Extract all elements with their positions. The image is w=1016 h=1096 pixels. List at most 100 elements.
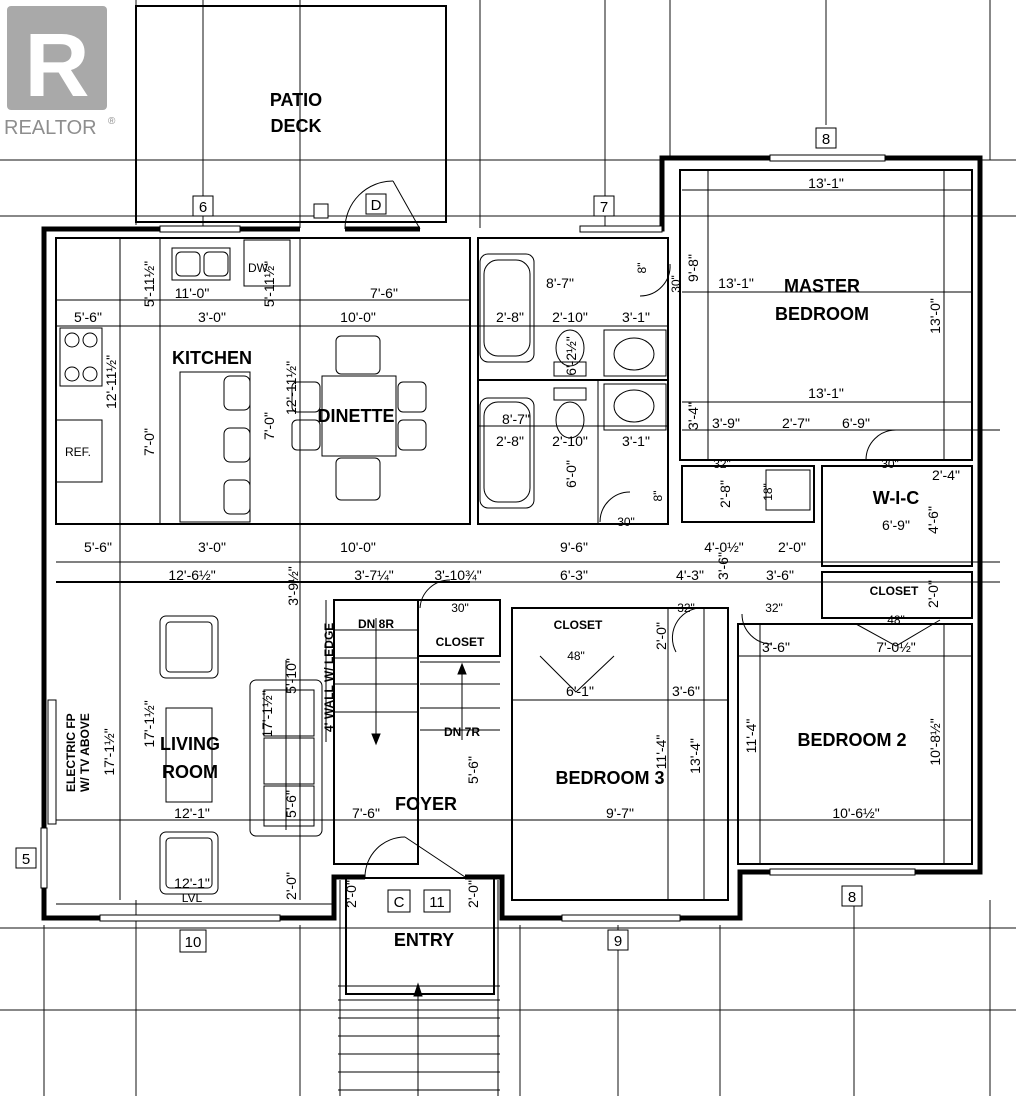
dim-2-8-a: 2'-8" — [496, 309, 524, 325]
dim-9-8: 9'-8" — [685, 254, 701, 282]
dim-30-master: 30" — [669, 275, 683, 293]
dim-7-0-b: 7'-0" — [261, 412, 277, 440]
dim-48-b: 48" — [887, 613, 905, 627]
electric-fp-label-line2: W/ TV ABOVE — [78, 713, 92, 792]
dim-17-1-c: 17'-1½" — [259, 690, 275, 737]
dim-10-6: 10'-6½" — [832, 805, 879, 821]
dim-8-bath: 8" — [651, 491, 665, 502]
dim-3-7: 3'-7¼" — [354, 567, 394, 583]
dim-3-1-a: 3'-1" — [622, 309, 650, 325]
bedroom-3-closet-label: CLOSET — [554, 618, 603, 632]
dim-32-b: 32" — [677, 601, 695, 615]
stairs-down-8r-label: DN 8R — [358, 617, 394, 631]
foyer-label: FOYER — [395, 794, 457, 814]
dim-12-11-a: 12'-11½" — [103, 355, 119, 409]
dim-6-9-b: 6'-9" — [882, 517, 910, 533]
vanity-sink-icon — [603, 329, 667, 377]
dim-5-11-a: 5'-11½" — [141, 261, 157, 307]
entry-label: ENTRY — [394, 930, 454, 950]
patio-label-line1: PATIO — [270, 90, 322, 110]
dim-6-2-half: 6'-2½" — [563, 336, 579, 376]
dim-2-0-f: 2'-0" — [465, 880, 481, 908]
vanity-sink-icon — [603, 383, 667, 431]
dim-48-a: 48" — [567, 649, 585, 663]
dishwasher-label: DW — [248, 261, 269, 275]
dimension-lines — [56, 170, 1000, 905]
window-tag-10: 10 — [185, 934, 202, 951]
dim-3-1-b: 3'-1" — [622, 433, 650, 449]
range-icon — [59, 327, 103, 387]
dim-2-8-c: 2'-8" — [717, 480, 733, 508]
dim-7-6-dinette: 7'-6" — [370, 285, 398, 301]
toilet-icon — [555, 401, 585, 439]
dim-11-4-a: 11'-4" — [653, 735, 669, 770]
dim-30-wic: 30" — [881, 457, 899, 471]
door-tag-c: C — [394, 894, 405, 911]
realtor-logo-icon — [7, 6, 107, 110]
dim-5-10: 5'-10" — [283, 658, 299, 694]
dim-13-4: 13'-4" — [687, 738, 703, 774]
dim-7-0-a: 7'-0" — [141, 428, 157, 456]
dim-2-7: 2'-7" — [782, 415, 810, 431]
dim-2-0-b: 2'-0" — [653, 622, 669, 650]
dim-12-1-b: 12'-1" — [174, 875, 210, 891]
dim-2-8-b: 2'-8" — [496, 433, 524, 449]
dim-6-3: 6'-3" — [560, 567, 588, 583]
windows — [40, 154, 916, 922]
dim-11-0: 11'-0" — [175, 285, 210, 301]
dim-3-4: 3'-4" — [685, 402, 701, 430]
dim-32-a: 32" — [713, 457, 731, 471]
dim-5-6-mid: 5'-6" — [84, 539, 112, 555]
bedroom-2-label: BEDROOM 2 — [797, 730, 906, 750]
realtor-registered-mark: ® — [108, 116, 116, 127]
dinette-label: DINETTE — [317, 406, 394, 426]
dim-5-11-b: 5'-11½" — [261, 261, 277, 307]
armchair-icon — [159, 831, 219, 895]
dim-2-10-b: 2'-10" — [552, 433, 588, 449]
dim-5-6-top: 5'-6" — [74, 309, 102, 325]
dim-30-bath: 30" — [617, 515, 635, 529]
lvl-label: LVL — [182, 891, 203, 905]
bedroom-2-closet-label: CLOSET — [870, 584, 919, 598]
bathtub-icon — [479, 397, 535, 509]
dim-5-6-foyer: 5'-6" — [465, 756, 481, 784]
master-bedroom-label-line2: BEDROOM — [775, 304, 869, 324]
stairs — [334, 618, 500, 1096]
refrigerator-label: REF. — [65, 445, 91, 459]
dim-18: 18" — [761, 483, 775, 501]
window-tag-11: 11 — [429, 894, 445, 911]
walk-in-closet-label: W-I-C — [873, 488, 920, 508]
living-room-label-line2: ROOM — [162, 762, 218, 782]
armchair-icon — [159, 615, 219, 679]
dim-3-6-vertical: 3'-6" — [715, 552, 731, 580]
dim-10-8-half: 10'-8½" — [927, 718, 943, 765]
bathtub-icon — [479, 253, 535, 363]
stairs-down-7r-label: DN 7R — [444, 725, 480, 739]
realtor-watermark: R REALTOR ® — [4, 6, 116, 139]
dim-10-0-mid: 10'-0" — [340, 539, 376, 555]
dim-9-6: 9'-6" — [560, 539, 588, 555]
kitchen-sink-icon — [171, 247, 231, 281]
dim-3-0-mid: 3'-0" — [198, 539, 226, 555]
dim-4-6: 4'-6" — [925, 506, 941, 534]
dim-2-0-e: 2'-0" — [343, 880, 359, 908]
dim-17-1-b: 17'-1½" — [101, 728, 117, 775]
dim-6-9-a: 6'-9" — [842, 415, 870, 431]
toilet-icon — [555, 329, 585, 367]
dim-3-9-half: 3'-9½" — [285, 566, 301, 606]
dim-12-1-a: 12'-1" — [174, 805, 210, 821]
window-tag-7: 7 — [600, 199, 608, 216]
door-tag-d: D — [371, 197, 382, 214]
dim-8-7-a: 8'-7" — [546, 275, 574, 291]
dim-8-closet: 8" — [635, 263, 649, 274]
master-bedroom-label-line1: MASTER — [784, 276, 860, 296]
svg-text:R: R — [25, 16, 90, 116]
dim-13-1-top: 13'-1" — [808, 175, 844, 191]
dim-2-0-d: 2'-0" — [283, 872, 299, 900]
foyer-closet-label: CLOSET — [436, 635, 485, 649]
living-room-label-line1: LIVING — [160, 734, 220, 754]
dim-6-0: 6'-0" — [563, 460, 579, 488]
dim-7-0-half: 7'-0½" — [876, 639, 916, 655]
